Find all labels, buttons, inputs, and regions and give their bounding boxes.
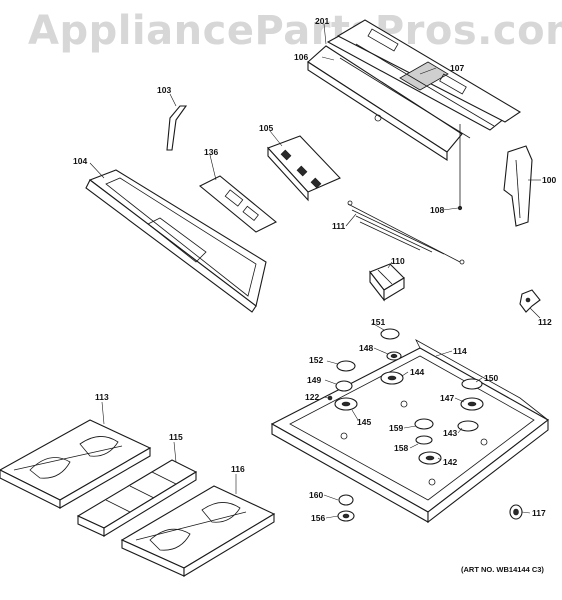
callout-115: 115 (169, 432, 183, 442)
callout-122: 122 (305, 392, 319, 402)
part-113-left-grate (0, 419, 152, 509)
callout-142: 142 (443, 457, 457, 467)
part-103-clip (166, 105, 188, 151)
part-100-side-trim (503, 145, 533, 227)
part-112-bracket (519, 289, 541, 313)
part-108-screw (457, 124, 463, 211)
callout-151: 151 (371, 317, 385, 327)
callout-110: 110 (391, 256, 405, 266)
callout-147: 147 (440, 393, 454, 403)
callout-148: 148 (359, 343, 373, 353)
callout-108: 108 (430, 205, 444, 215)
callout-100: 100 (542, 175, 556, 185)
callout-107: 107 (450, 63, 464, 73)
leader-lines (89, 23, 541, 519)
part-105-control-board (267, 135, 341, 202)
callout-117: 117 (532, 508, 546, 518)
callout-149: 149 (307, 375, 321, 385)
callout-152: 152 (309, 355, 323, 365)
part-111-wire-harness (347, 200, 465, 265)
callout-136: 136 (204, 147, 218, 157)
callout-104: 104 (73, 156, 87, 166)
callout-111: 111 (332, 221, 346, 231)
part-136-touchpad-overlay (198, 175, 278, 233)
callout-156: 156 (311, 513, 325, 523)
callout-106: 106 (294, 52, 308, 62)
part-117-knob (509, 504, 523, 520)
callout-103: 103 (157, 85, 171, 95)
part-104-control-panel (85, 169, 267, 313)
callout-143: 143 (443, 428, 457, 438)
watermark: AppliancePartsPros.com (28, 8, 562, 54)
art-number: (ART NO. WB14144 C3) (461, 565, 544, 574)
callout-160: 160 (309, 490, 323, 500)
burner-components (327, 328, 484, 465)
part-116-right-grate (120, 485, 276, 577)
callout-113: 113 (95, 392, 109, 402)
callout-201: 201 (315, 16, 329, 26)
part-115-center-grate (76, 459, 198, 537)
backguard-assembly (307, 19, 522, 162)
callout-112: 112 (538, 317, 552, 327)
callout-114: 114 (453, 346, 467, 356)
callout-145: 145 (357, 417, 371, 427)
callout-105: 105 (259, 123, 273, 133)
callout-144: 144 (410, 367, 424, 377)
knob-parts (337, 494, 355, 522)
callout-158: 158 (394, 443, 408, 453)
callout-labels: 201 106 107 103 105 136 104 100 108 111 … (73, 16, 556, 523)
callout-116: 116 (231, 464, 245, 474)
callout-159: 159 (389, 423, 403, 433)
part-110-terminal-block (369, 263, 405, 302)
callout-150: 150 (484, 373, 498, 383)
